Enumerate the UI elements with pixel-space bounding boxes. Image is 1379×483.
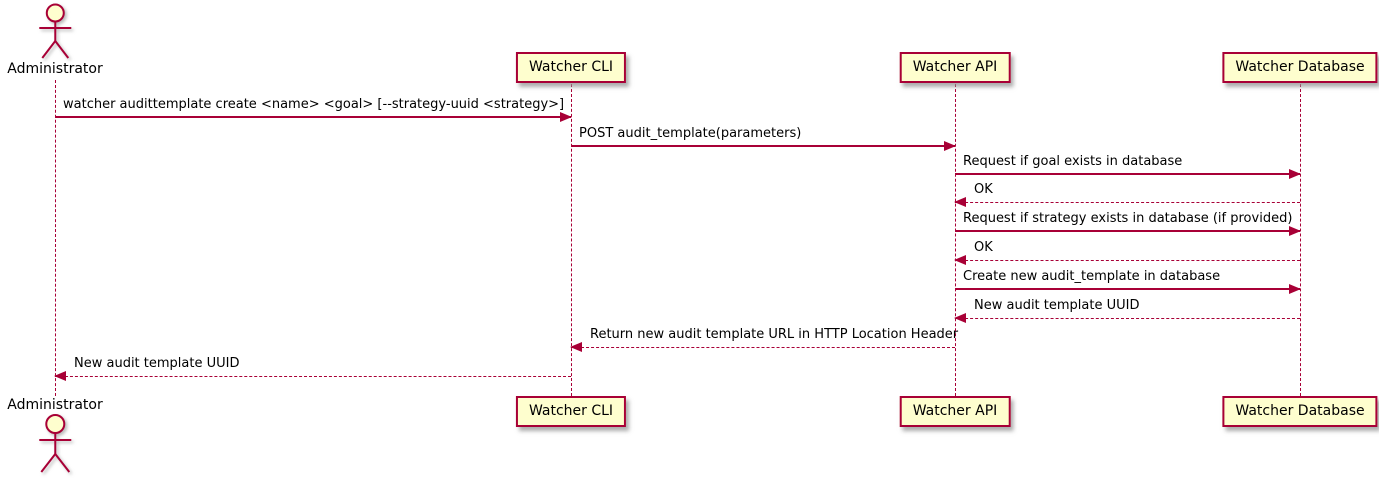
- participant-label: Watcher Database: [1235, 403, 1365, 419]
- message-3: Request if goal exists in database: [955, 154, 1301, 179]
- message-label: Create new audit_template in database: [963, 269, 1221, 284]
- message-line: [571, 145, 955, 147]
- actor-label: Administrator: [7, 61, 103, 77]
- message-8: New audit template UUID: [954, 298, 1300, 323]
- message-line: [55, 116, 571, 118]
- message-7: Create new audit_template in database: [955, 269, 1301, 294]
- message-line: [955, 318, 1300, 319]
- participant-watcher-database-bottom: Watcher Database: [1222, 396, 1378, 427]
- arrowhead-left-icon: [54, 371, 66, 381]
- arrowhead-right-icon: [1289, 226, 1301, 236]
- message-line: [955, 288, 1300, 290]
- message-2: POST audit_template(parameters): [571, 126, 956, 151]
- lifeline-watcher-api: [955, 84, 956, 396]
- message-6: OK: [954, 240, 1300, 265]
- actor-icon: [39, 3, 71, 59]
- message-label: POST audit_template(parameters): [579, 126, 802, 141]
- message-line: [955, 260, 1300, 261]
- arrowhead-left-icon: [570, 342, 582, 352]
- participant-label: Watcher API: [912, 403, 998, 419]
- arrowhead-left-icon: [954, 255, 966, 265]
- message-1: watcher audittemplate create <name> <goa…: [55, 97, 572, 122]
- participant-watcher-cli-top: Watcher CLI: [515, 52, 627, 83]
- arrowhead-left-icon: [954, 313, 966, 323]
- arrowhead-right-icon: [560, 112, 572, 122]
- participant-watcher-cli-bottom: Watcher CLI: [515, 396, 627, 427]
- message-4: OK: [954, 182, 1300, 207]
- message-5: Request if strategy exists in database (…: [955, 211, 1301, 236]
- arrowhead-right-icon: [1289, 169, 1301, 179]
- lifeline-watcher-database: [1300, 84, 1301, 396]
- arrowhead-left-icon: [954, 197, 966, 207]
- participant-watcher-database-top: Watcher Database: [1222, 52, 1378, 83]
- message-label: Return new audit template URL in HTTP Lo…: [590, 327, 959, 342]
- message-line: [955, 202, 1300, 203]
- participant-label: Watcher CLI: [528, 59, 614, 75]
- message-label: Request if goal exists in database: [963, 154, 1183, 169]
- participant-label: Watcher API: [912, 59, 998, 75]
- message-line: [955, 173, 1300, 175]
- participant-watcher-api-top: Watcher API: [899, 52, 1011, 83]
- message-label: OK: [974, 240, 993, 255]
- participant-label: Watcher Database: [1235, 59, 1365, 75]
- message-label: New audit template UUID: [974, 298, 1140, 313]
- lifeline-watcher-cli: [571, 84, 572, 396]
- participant-watcher-api-bottom: Watcher API: [899, 396, 1011, 427]
- message-line: [955, 230, 1300, 232]
- message-label: Request if strategy exists in database (…: [963, 211, 1293, 226]
- lifeline-administrator: [55, 80, 56, 396]
- arrowhead-right-icon: [944, 141, 956, 151]
- actor-administrator-top: Administrator: [7, 3, 103, 77]
- message-line: [55, 376, 571, 377]
- actor-icon: [39, 414, 71, 473]
- participant-label: Watcher CLI: [528, 403, 614, 419]
- arrowhead-right-icon: [1289, 284, 1301, 294]
- actor-label: Administrator: [7, 397, 103, 413]
- actor-administrator-bottom: Administrator: [7, 397, 103, 475]
- message-9: Return new audit template URL in HTTP Lo…: [570, 327, 959, 352]
- message-label: New audit template UUID: [74, 356, 240, 371]
- message-10: New audit template UUID: [54, 356, 571, 381]
- message-line: [571, 347, 955, 348]
- message-label: OK: [974, 182, 993, 197]
- message-label: watcher audittemplate create <name> <goa…: [63, 97, 565, 112]
